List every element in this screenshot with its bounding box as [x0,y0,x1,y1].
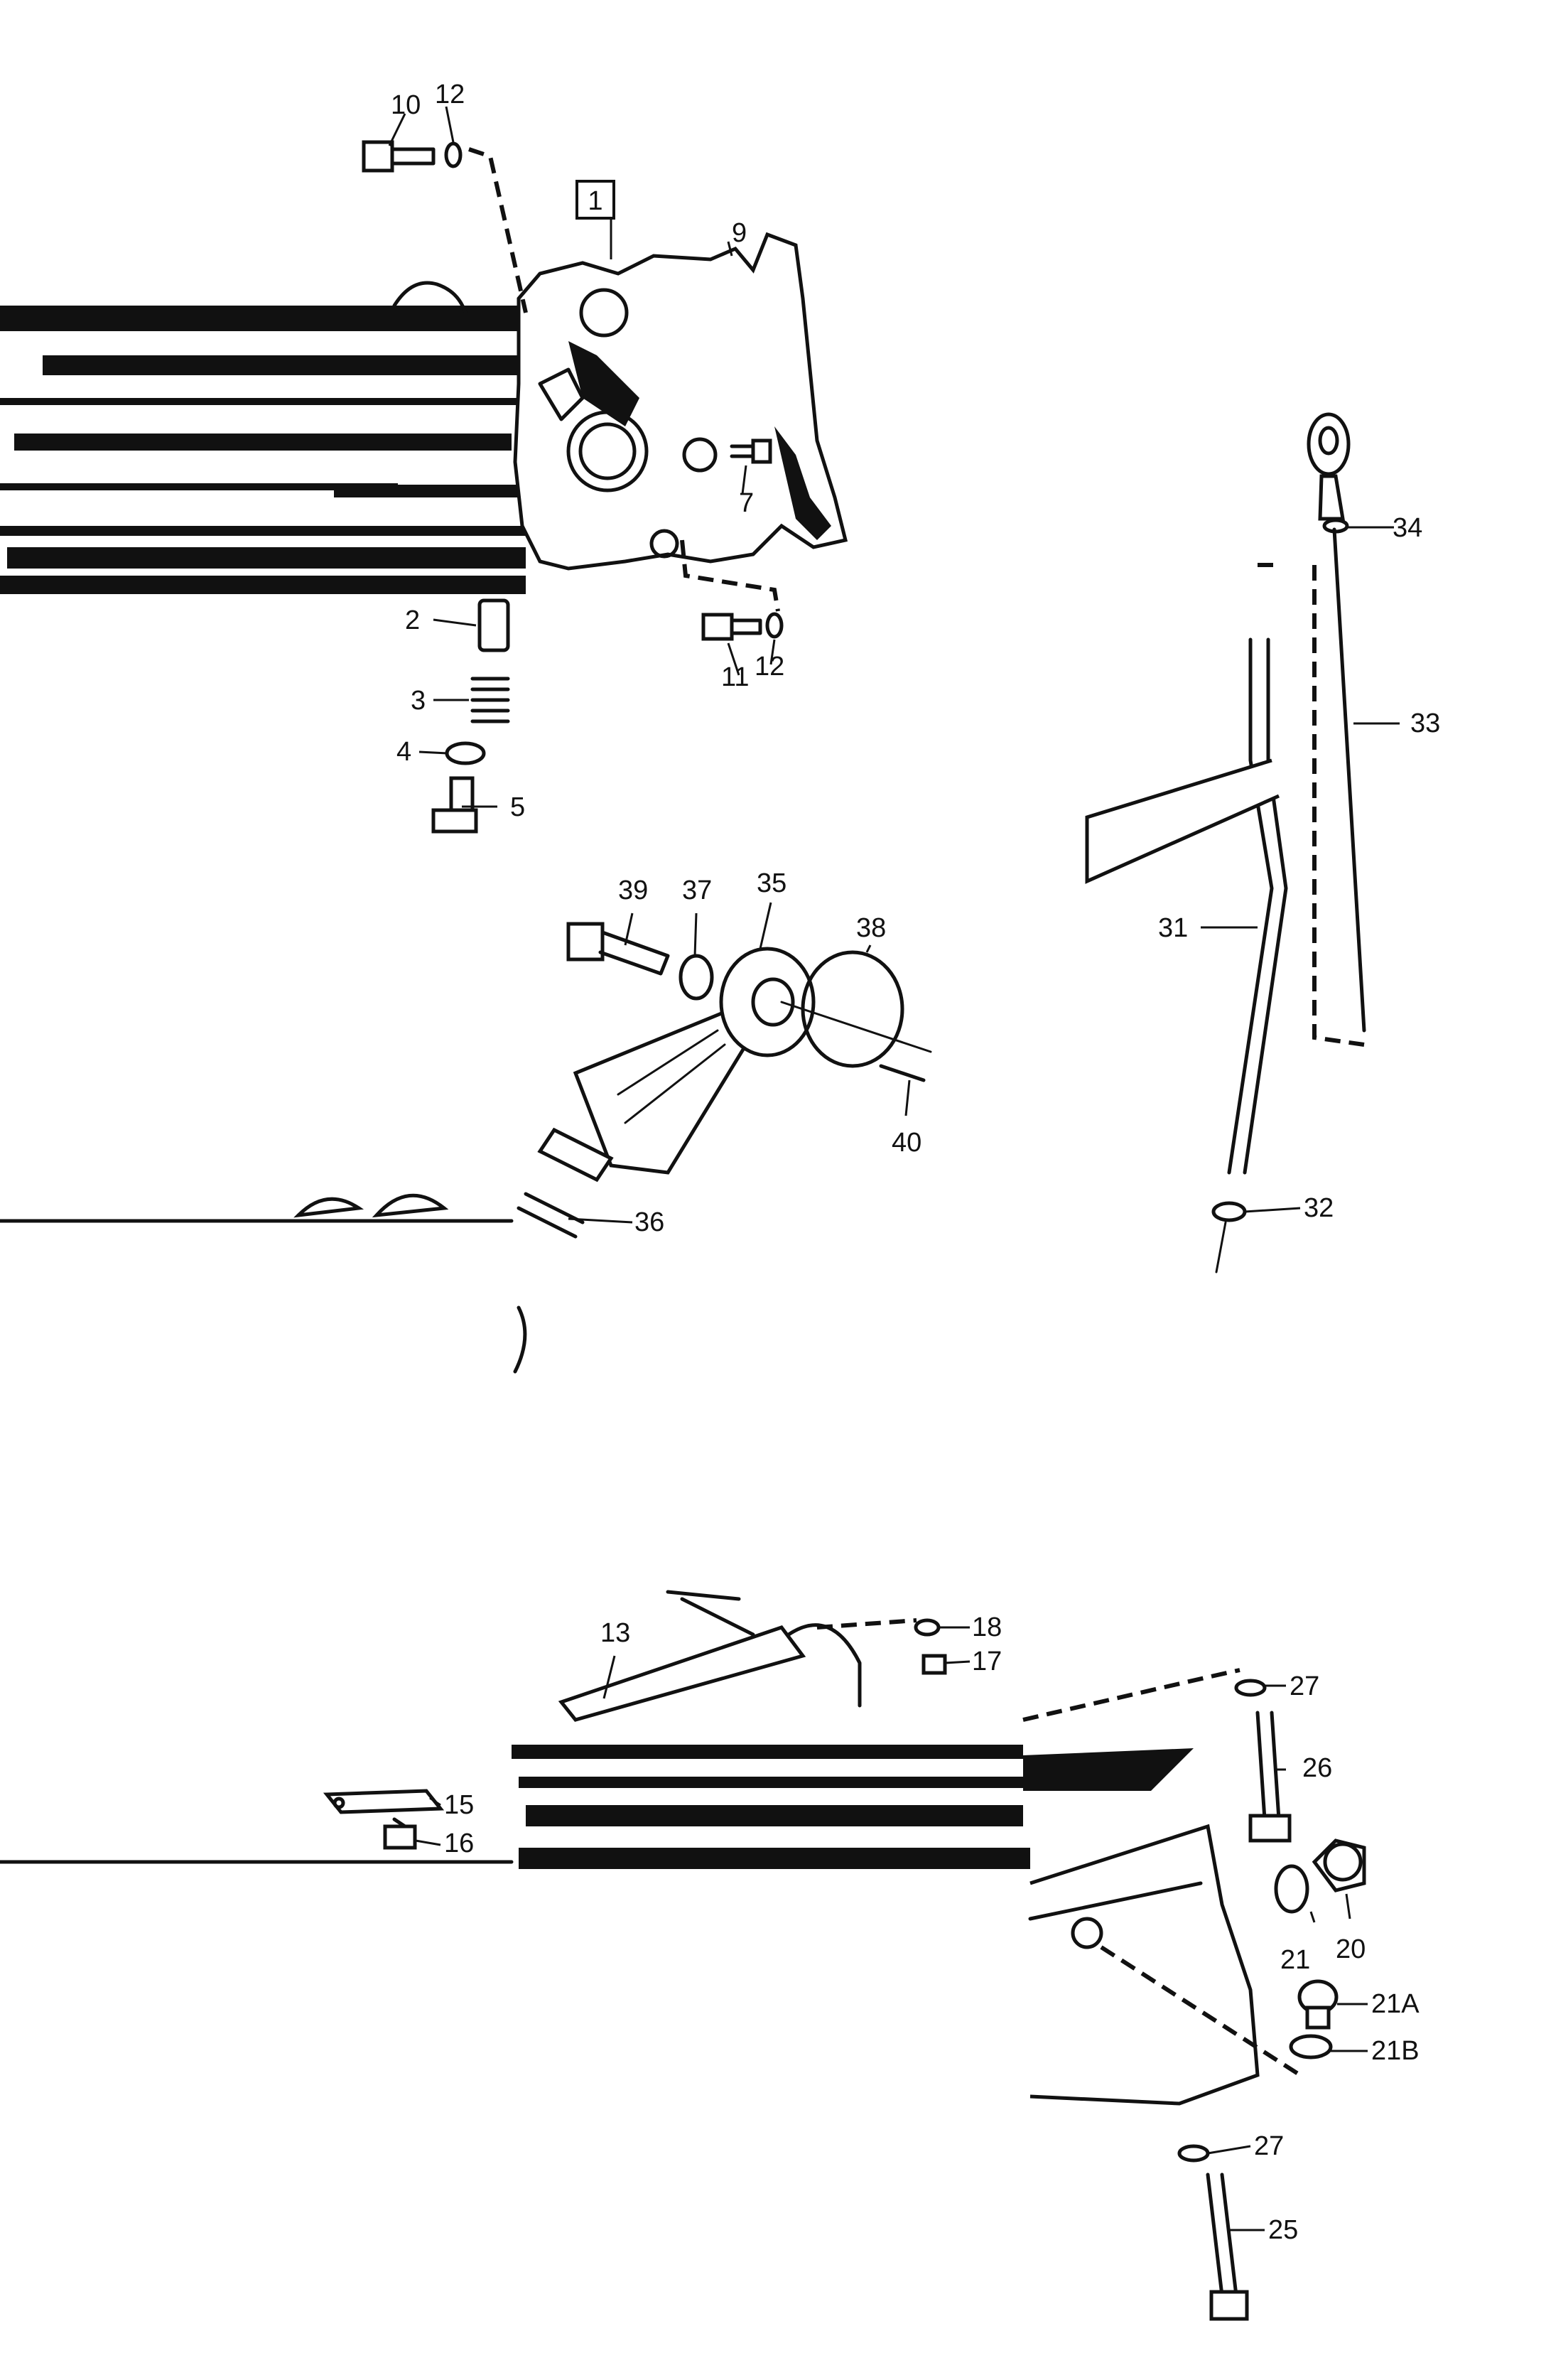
label-31: 31 [1158,913,1188,943]
label-27b: 27 [1254,2131,1284,2161]
label-11: 11 [721,662,749,692]
label-27a: 27 [1290,1671,1319,1701]
label-5: 5 [510,792,525,822]
label-1: 1 [588,186,602,216]
label-32: 32 [1304,1193,1334,1223]
dash-guide-10 [468,147,528,313]
label-20: 20 [1336,1934,1366,1964]
oil-pickup-screen [573,1006,748,1175]
pickup-axis [780,1001,932,1053]
label-18: 18 [972,1612,1002,1642]
label-21A: 21A [1371,1989,1420,2019]
relief-valve-washer [445,741,486,765]
pan-washer-27-top [1234,1679,1267,1697]
label-13: 13 [600,1618,630,1648]
dash-guide-17 [816,1618,917,1630]
dipstick [1307,412,1366,1033]
dipstick-oring [1322,518,1349,534]
dipstick-tube-end [1215,1221,1227,1274]
dash-guide-21 [1100,1945,1302,2077]
label-12b: 12 [755,652,784,682]
label-21: 21 [1280,1945,1310,1975]
pickup-washer [679,954,714,1001]
drain-plug-21A [1297,1979,1339,2030]
engine-block-top [0,281,526,594]
pan-baffle-bracket [558,1590,862,1722]
relief-valve-plunger [477,598,510,652]
label-16: 16 [444,1829,474,1858]
pickup-pin [879,1064,926,1082]
label-39: 39 [618,876,648,905]
label-33: 33 [1410,709,1440,738]
label-21B: 21B [1371,2036,1420,2066]
bolt-11 [701,612,784,641]
label-25: 25 [1268,2215,1298,2245]
relief-valve-spring [470,677,510,723]
relief-valve-plug [431,776,478,834]
label-38: 38 [856,913,886,943]
label-26: 26 [1302,1753,1332,1783]
bolt-16 [383,1817,417,1850]
nut-17 [921,1654,947,1675]
washer-18 [914,1618,941,1637]
label-10: 10 [391,90,421,120]
drain-plug-20 [1312,1838,1366,1892]
timing-cover-housing [513,232,848,571]
bolt-7 [730,438,772,464]
dash-guide-26 [1022,1668,1240,1722]
dipstick-washer [1211,1201,1247,1222]
pan-bolt-25 [1206,2172,1249,2321]
crankcase-section [512,1745,1194,1869]
label-34: 34 [1393,513,1422,543]
pickup-bolt [566,922,670,976]
drain-washer-21 [1274,1864,1309,1914]
label-1-box [575,180,615,220]
label-12a: 12 [435,80,465,109]
dash-guide-dipstick [1258,563,1365,1047]
leader-lines [388,106,1400,2231]
label-4: 4 [396,737,411,767]
label-3: 3 [411,686,426,716]
label-7: 7 [739,488,754,518]
label-15: 15 [444,1790,474,1820]
bolt-10 [362,140,463,173]
label-2: 2 [405,605,420,635]
dipstick-tube [1085,637,1288,1175]
pickup-flange [719,947,816,1057]
pan-bolt-26 [1248,1711,1292,1843]
pan-washer-27-bottom [1177,2144,1210,2163]
pickup-tube [517,1127,614,1239]
label-35: 35 [757,868,786,898]
label-40: 40 [892,1128,921,1158]
clip-15 [323,1789,445,1814]
pickup-oring [801,950,904,1068]
label-36: 36 [634,1207,664,1237]
engine-block-middle [0,1193,527,1374]
drain-washer-21B [1289,2034,1333,2059]
label-37: 37 [682,876,712,905]
label-9: 9 [732,218,747,248]
oil-pan [1028,1824,1260,2106]
dash-guide-11 [680,539,780,612]
label-17: 17 [972,1647,1002,1676]
